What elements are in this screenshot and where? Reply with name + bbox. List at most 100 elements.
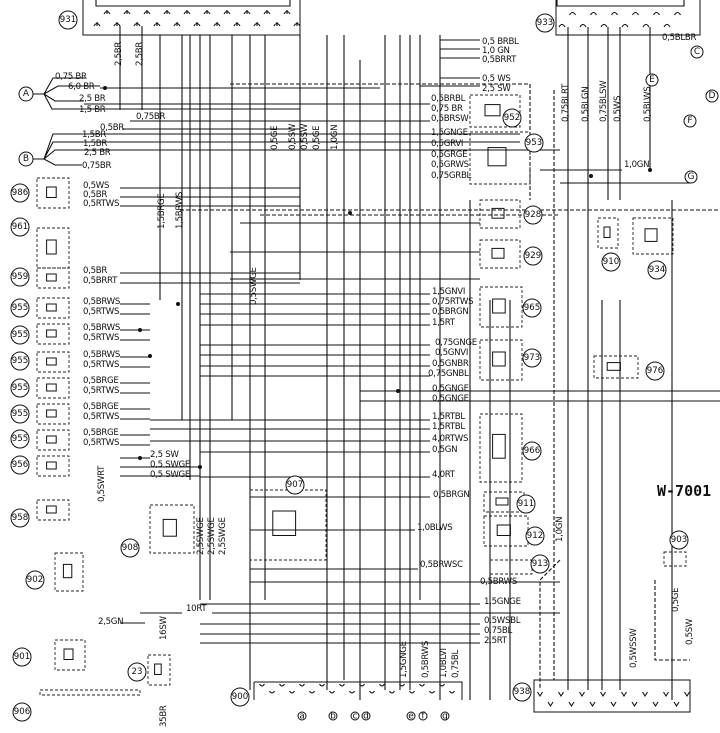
ground-point-d: D: [705, 89, 719, 103]
component-number-circle: [25, 570, 45, 590]
component-907: 907: [249, 475, 327, 561]
junction-dot: [138, 456, 142, 460]
wire-label: 1,0BLVI: [439, 648, 449, 678]
component-number: 961: [12, 222, 28, 232]
component-961: 961: [10, 217, 70, 269]
component-number-circle: [645, 361, 665, 381]
component-number-circle: [10, 455, 30, 475]
wire-label: 2,5SWGE: [218, 517, 228, 555]
connector-pin: [359, 683, 365, 687]
wire-label: 1,5GNGE: [484, 597, 521, 607]
connector-pin: [621, 691, 627, 698]
component-number-circle: [10, 429, 30, 449]
component-number-circle: [10, 217, 30, 237]
connector-pin: [419, 683, 425, 687]
component-symbol: [492, 298, 506, 314]
wire-label: 1,5GNGE: [431, 128, 468, 138]
component-number: 959: [12, 272, 28, 282]
junction-dot: [348, 211, 352, 215]
component-box: [36, 297, 70, 319]
component-symbol: [491, 207, 505, 219]
component-symbol: [46, 239, 57, 255]
component-number: 955: [12, 356, 28, 366]
component-23: 23: [127, 654, 171, 686]
component-901: 901: [12, 639, 86, 671]
wire-label: 2,5BR: [135, 42, 145, 66]
connector-pin: [663, 691, 669, 698]
component-number-circle: [10, 267, 30, 287]
ground-letter: G: [688, 172, 695, 182]
terminal-d: d: [361, 711, 371, 722]
wire-label: 0,75 BR: [431, 104, 463, 114]
components: 9529539289299659739669109349769119129139…: [10, 45, 719, 722]
connector-pin: [558, 691, 564, 698]
connector-pin: [319, 683, 325, 687]
component-box: [663, 551, 687, 567]
connector-pin: [369, 690, 375, 694]
component-952: 952: [469, 94, 522, 128]
shielded-wire: [539, 559, 561, 690]
component-913: 913: [489, 554, 550, 575]
component-number: 956: [12, 460, 28, 470]
component-number: 955: [12, 303, 28, 313]
wire-label: 16SW: [159, 616, 169, 640]
component-number: 966: [524, 446, 540, 456]
component-symbol: [46, 383, 57, 392]
component-number: 23: [132, 667, 143, 677]
component-box: [479, 339, 523, 381]
component-number-circle: [522, 441, 542, 461]
junction-dot: [396, 389, 400, 393]
component-symbol: [46, 409, 57, 418]
component-number: 986: [12, 188, 28, 198]
wire-label: 1,5RTBL: [432, 422, 465, 432]
terminal-b: b: [328, 711, 338, 722]
component-number-circle: [10, 183, 30, 203]
junction-dot: [589, 174, 593, 178]
component-number: 910: [603, 257, 619, 267]
wire-label: 0,5BRRT: [482, 55, 517, 65]
connector-pin: [329, 690, 335, 694]
wire-label: 0,5 SWGE: [150, 460, 190, 470]
component-box: [479, 199, 521, 229]
connector-pin: [399, 683, 405, 687]
component-902: 902: [25, 552, 84, 592]
wire-label: 0,5WS: [83, 181, 109, 191]
wire-label: 0,5GRWS: [431, 160, 469, 170]
component-symbol: [484, 104, 501, 117]
component-symbol: [492, 433, 506, 459]
wire-label: 2,5 BR: [79, 94, 106, 104]
connector-pin: [652, 701, 659, 708]
component-box: [593, 355, 639, 379]
wire-label: 0,5SW: [685, 618, 695, 645]
component-box: [469, 94, 521, 128]
component-910: 910: [597, 217, 621, 272]
component-973: 973: [479, 339, 542, 381]
wire-label: 0,5GE: [671, 588, 681, 612]
ground-letter: F: [687, 116, 692, 126]
component-number: 929: [525, 251, 541, 261]
wire-label: 35BR: [159, 705, 169, 727]
component-box: [597, 217, 619, 249]
connector-pin: [642, 691, 648, 698]
wire-label: 0,5BLWS: [643, 87, 653, 122]
component-number-circle: [10, 378, 30, 398]
component-box: [479, 239, 521, 269]
component-box: [36, 429, 70, 451]
wire-label: 0,5BRBL: [431, 94, 466, 104]
ground-point-f: F: [683, 114, 697, 128]
wire-label: 0,5BRWS: [83, 323, 120, 333]
wire-label: 1,5BR: [82, 130, 106, 140]
wire-label: 0,5 SWGE: [150, 470, 190, 480]
terminal-letter: e: [408, 712, 414, 722]
connector-pin: [439, 683, 445, 687]
component-symbol: [606, 362, 621, 371]
component-number-circle: [10, 325, 30, 345]
component-908: 908: [120, 504, 195, 558]
component-929: 929: [479, 239, 543, 269]
component-number-circle: [12, 702, 32, 722]
component-953: 953: [469, 131, 544, 185]
component-box: [36, 267, 70, 289]
component-number-circle: [10, 404, 30, 424]
component-number-circle: [522, 348, 542, 368]
component-958: 958: [10, 499, 70, 528]
